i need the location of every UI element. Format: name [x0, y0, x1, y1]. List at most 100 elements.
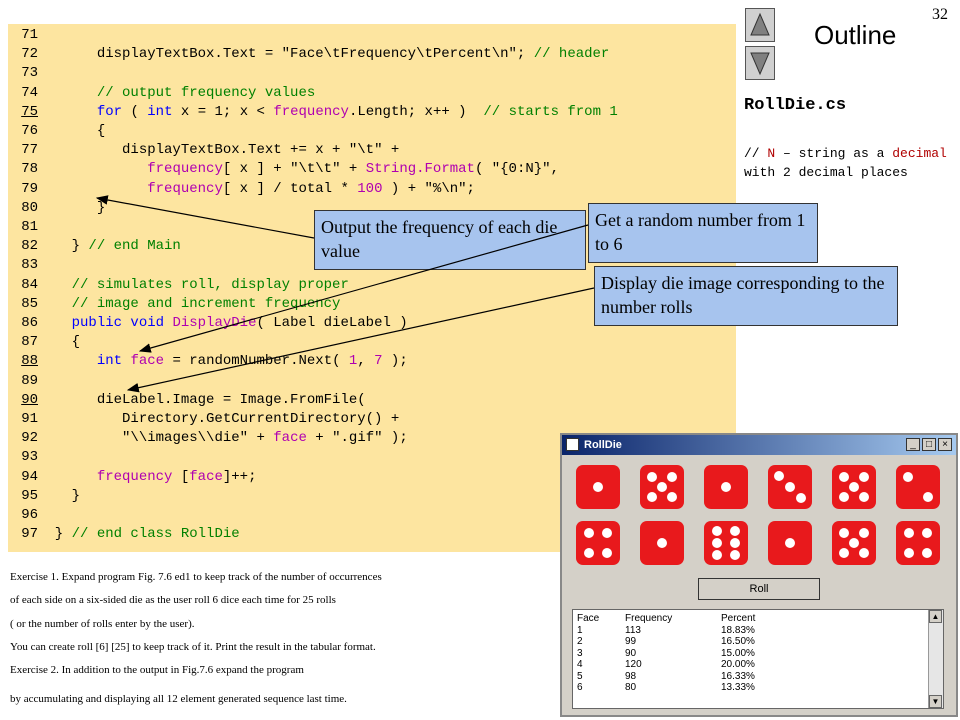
line-number: 92	[21, 430, 38, 447]
line-number: 73	[21, 65, 38, 82]
scroll-up-icon[interactable]: ▲	[929, 610, 942, 623]
callout-random: Get a random number from 1 to 6	[588, 203, 818, 263]
code-line: 91 Directory.GetCurrentDirectory() +	[8, 410, 399, 429]
die-pip	[838, 548, 849, 559]
code-line: 93	[8, 448, 46, 467]
callout-display: Display die image corresponding to the n…	[594, 266, 898, 326]
code-text	[38, 506, 46, 525]
line-number: 81	[21, 219, 38, 235]
line-number: 94	[21, 468, 38, 485]
code-text: }	[46, 199, 106, 216]
exercise-line-2: of each side on a six-sided die as the u…	[10, 594, 336, 606]
output-cell: 113	[625, 624, 641, 636]
line-number: 84	[21, 276, 38, 293]
code-text: Directory.GetCurrentDirectory() +	[46, 411, 400, 427]
vertical-scrollbar[interactable]: ▲ ▼	[928, 610, 943, 708]
die-face-1	[704, 465, 748, 509]
die-pip	[838, 471, 849, 482]
output-cell: 6	[577, 682, 583, 693]
line-number: 97	[21, 526, 38, 543]
output-cell: 1	[577, 624, 583, 636]
die-pip	[859, 492, 870, 503]
die-pip	[785, 538, 795, 548]
die-pip	[712, 525, 723, 536]
close-button[interactable]: ×	[938, 438, 952, 451]
code-text: frequency [face]++;	[96, 468, 257, 485]
line-number: 93	[21, 449, 38, 466]
code-line: 75 for ( int x = 1; x < frequency.Length…	[8, 103, 618, 122]
output-cell: 80	[625, 682, 637, 693]
die-pip	[859, 527, 870, 538]
die-pip	[849, 482, 859, 492]
code-line: 73	[8, 64, 46, 83]
die-face-5	[640, 465, 684, 509]
die-pip	[584, 528, 595, 539]
exercise-line-3: ( or the number of rolls enter by the us…	[10, 618, 195, 630]
exercise-line-4: You can create roll [6] [25] to keep tra…	[10, 641, 376, 653]
die-pip	[774, 471, 784, 481]
line-number: 75	[21, 103, 38, 120]
code-text	[38, 26, 46, 45]
code-line: 96	[8, 506, 46, 525]
code-text: {	[46, 334, 81, 351]
die-face-2	[896, 465, 940, 509]
die-pip	[646, 471, 657, 482]
output-cell: 20.00%	[721, 659, 755, 670]
code-line: 77 displayTextBox.Text += x + "\t" +	[8, 141, 399, 160]
line-number: 77	[21, 142, 38, 159]
window-title-bar[interactable]: RollDie	[562, 435, 956, 455]
code-line: 81	[8, 218, 46, 237]
die-pip	[922, 491, 933, 502]
code-text: }	[46, 487, 81, 504]
die-pip	[903, 472, 914, 483]
die-pip	[601, 528, 612, 539]
previous-slide-button[interactable]	[745, 8, 775, 42]
output-cell: 15.00%	[721, 647, 755, 659]
next-slide-button[interactable]	[745, 46, 775, 80]
die-pip	[657, 482, 667, 492]
minimize-button[interactable]: _	[906, 438, 920, 451]
die-pip	[921, 547, 932, 558]
exercise-line-6: by accumulating and displaying all 12 el…	[10, 693, 347, 705]
line-number: 96	[21, 507, 38, 523]
die-pip	[712, 550, 723, 561]
line-number: 74	[21, 84, 38, 101]
code-line: 83	[8, 256, 46, 275]
code-line: 97 } // end class RollDie	[8, 525, 239, 544]
output-cell: 16.50%	[721, 636, 755, 647]
format-note: // N – string as a decimal with 2 decima…	[744, 146, 947, 180]
code-line: 72 displayTextBox.Text = "Face\tFrequenc…	[8, 45, 609, 64]
die-pip	[729, 538, 740, 548]
line-number: 90	[21, 391, 38, 408]
output-cell: 2	[577, 636, 583, 647]
code-line: 79 frequency[ x ] / total * 100 ) + "%\n…	[8, 180, 475, 199]
exercise-line-1: Exercise 1. Expand program Fig. 7.6 ed1 …	[10, 571, 382, 583]
code-text	[38, 448, 46, 467]
code-text: dieLabel.Image = Image.FromFile(	[46, 391, 366, 408]
code-text: } // end Main	[46, 238, 181, 255]
die-pip	[729, 550, 740, 561]
scroll-down-icon[interactable]: ▼	[929, 695, 942, 708]
code-text: "\\images\\die" + face + ".gif" );	[122, 430, 408, 447]
output-cell: 98	[625, 670, 637, 682]
code-line: 89	[8, 372, 46, 391]
code-line: 92 "\\images\\die" + face + ".gif" );	[8, 429, 408, 448]
line-number: 80	[21, 199, 38, 216]
die-face-3	[768, 465, 812, 509]
code-text: // output frequency values	[46, 84, 316, 101]
code-text: displayTextBox.Text += x + "\t" +	[46, 142, 400, 159]
line-number: 89	[21, 372, 38, 389]
line-number: 86	[21, 315, 38, 331]
code-text: frequency[ x ] + "\t\t" + String.Format(…	[147, 161, 559, 178]
die-pip	[593, 482, 603, 492]
die-pip	[584, 547, 595, 558]
die-pip	[838, 492, 849, 503]
maximize-button[interactable]: □	[922, 438, 936, 451]
code-text: displayTextBox.Text = "Face\tFrequency\t…	[46, 46, 610, 63]
die-pip	[657, 538, 667, 548]
roll-button[interactable]: Roll	[698, 578, 820, 600]
die-pip	[729, 525, 740, 536]
output-cell: 90	[625, 647, 637, 659]
